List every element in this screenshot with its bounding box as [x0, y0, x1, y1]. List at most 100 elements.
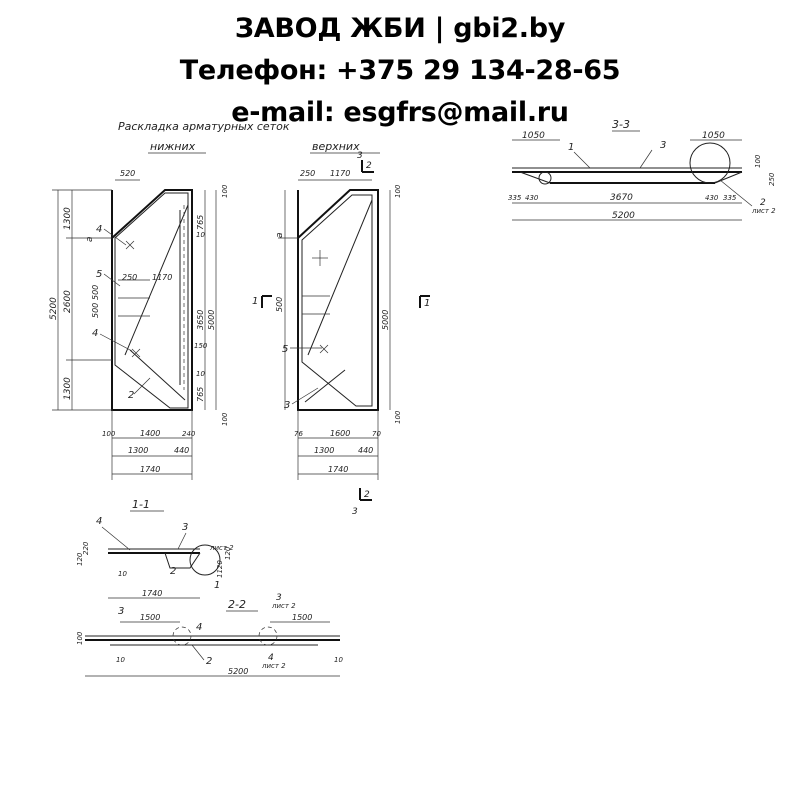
- svg-text:765: 765: [196, 215, 205, 230]
- svg-text:лист 2: лист 2: [261, 662, 286, 670]
- svg-text:лист 2: лист 2: [271, 602, 296, 610]
- svg-text:3: 3: [118, 606, 124, 617]
- svg-text:4: 4: [96, 516, 102, 527]
- label-lower: нижних: [150, 140, 196, 153]
- section-2-2: 2-2 1500 1500 3 4 2 3 лист 2 4 лист 2 10…: [76, 593, 343, 677]
- svg-text:520: 520: [120, 169, 135, 178]
- svg-text:2: 2: [366, 161, 372, 171]
- svg-text:120: 120: [76, 552, 84, 566]
- svg-text:10: 10: [196, 231, 205, 239]
- svg-text:лист 2: лист 2: [751, 207, 776, 215]
- svg-text:лист 2: лист 2: [209, 544, 234, 552]
- svg-text:1500: 1500: [292, 613, 312, 622]
- right-plan: a 500 250 1170 5000 100 100 1 1 2 3 2 3 …: [252, 151, 430, 517]
- svg-text:250: 250: [768, 172, 776, 186]
- svg-text:440: 440: [174, 446, 189, 455]
- right-mark-5: 5: [282, 344, 288, 355]
- svg-text:100: 100: [394, 410, 402, 424]
- svg-text:1600: 1600: [330, 429, 350, 438]
- svg-text:1300: 1300: [128, 446, 148, 455]
- mark-4b: 4: [92, 328, 98, 339]
- svg-text:1170: 1170: [152, 273, 172, 282]
- svg-text:1300: 1300: [63, 377, 73, 400]
- svg-text:10: 10: [196, 370, 205, 378]
- svg-text:250: 250: [122, 273, 137, 282]
- svg-text:500: 500: [275, 297, 284, 312]
- svg-text:3: 3: [660, 140, 666, 151]
- svg-text:100: 100: [394, 184, 402, 198]
- section-3-3: 3-3 1050 1050 1 3 335 430 3670 430 335 5…: [508, 118, 776, 221]
- svg-text:3: 3: [352, 507, 358, 517]
- svg-text:3650: 3650: [196, 310, 205, 330]
- header-company: ЗАВОД ЖБИ | gbi2.by: [234, 13, 566, 44]
- left-plan: 5200 1300 2600 1300 520 765 3650 765 500…: [49, 169, 229, 480]
- section-1-1: 1-1 4 3 2 1 лист 2 120 220 1120 120 10 1…: [76, 498, 234, 599]
- svg-text:100: 100: [76, 631, 84, 645]
- svg-text:10: 10: [118, 570, 127, 578]
- mark-5: 5: [96, 269, 102, 280]
- svg-text:100: 100: [221, 184, 229, 198]
- svg-text:100: 100: [102, 430, 116, 438]
- svg-text:1050: 1050: [522, 131, 545, 141]
- svg-text:1740: 1740: [142, 589, 162, 598]
- header-email[interactable]: e-mail: esgfrs@mail.ru: [231, 97, 569, 128]
- svg-text:10: 10: [334, 656, 343, 664]
- svg-text:3: 3: [357, 151, 363, 161]
- svg-text:1-1: 1-1: [132, 498, 150, 511]
- svg-text:5000: 5000: [381, 310, 390, 330]
- svg-text:5000: 5000: [207, 310, 216, 330]
- svg-text:150: 150: [194, 342, 208, 350]
- right-mark-3: 3: [284, 400, 290, 411]
- svg-text:1300: 1300: [314, 446, 334, 455]
- svg-text:2-2: 2-2: [228, 598, 246, 611]
- svg-text:2: 2: [760, 198, 766, 208]
- svg-text:70: 70: [372, 430, 381, 438]
- svg-text:2600: 2600: [63, 290, 73, 313]
- svg-text:1120: 1120: [216, 560, 224, 578]
- svg-text:2: 2: [206, 656, 212, 667]
- svg-text:1300: 1300: [63, 207, 73, 230]
- svg-text:3-3: 3-3: [612, 118, 630, 131]
- svg-text:120: 120: [224, 546, 232, 560]
- svg-text:100: 100: [221, 412, 229, 426]
- svg-text:3: 3: [276, 593, 282, 603]
- svg-text:500: 500: [91, 303, 100, 318]
- svg-text:1: 1: [424, 298, 430, 309]
- svg-text:240: 240: [182, 430, 196, 438]
- svg-text:100: 100: [754, 154, 762, 168]
- svg-text:5200: 5200: [49, 297, 59, 320]
- svg-text:a: a: [275, 232, 285, 238]
- svg-text:a: a: [85, 236, 95, 242]
- svg-text:335: 335: [508, 194, 522, 202]
- svg-text:1: 1: [252, 296, 258, 307]
- svg-text:1400: 1400: [140, 429, 160, 438]
- svg-text:500: 500: [91, 285, 100, 300]
- svg-text:1050: 1050: [702, 131, 725, 141]
- svg-text:440: 440: [358, 446, 373, 455]
- svg-text:3: 3: [182, 522, 188, 533]
- svg-text:76: 76: [294, 430, 303, 438]
- svg-text:1740: 1740: [328, 465, 348, 474]
- svg-text:765: 765: [196, 387, 205, 402]
- header-phone: Телефон: +375 29 134-28-65: [179, 55, 621, 86]
- svg-text:1170: 1170: [330, 169, 350, 178]
- svg-text:4: 4: [268, 653, 274, 663]
- svg-text:4: 4: [196, 622, 202, 633]
- svg-text:5200: 5200: [612, 211, 635, 221]
- svg-text:430: 430: [525, 194, 539, 202]
- svg-text:220: 220: [82, 541, 90, 555]
- mark-4a: 4: [96, 224, 102, 235]
- svg-text:10: 10: [116, 656, 125, 664]
- svg-text:3670: 3670: [610, 193, 633, 203]
- mark-2: 2: [128, 390, 134, 401]
- svg-text:2: 2: [170, 566, 176, 577]
- svg-text:1: 1: [568, 142, 574, 153]
- drawing-title: Раскладка арматурных сеток: [118, 120, 290, 133]
- svg-text:250: 250: [300, 169, 315, 178]
- svg-text:335: 335: [723, 194, 737, 202]
- svg-text:2: 2: [364, 490, 370, 500]
- svg-text:1500: 1500: [140, 613, 160, 622]
- svg-text:5200: 5200: [228, 667, 248, 676]
- svg-text:1: 1: [214, 580, 220, 591]
